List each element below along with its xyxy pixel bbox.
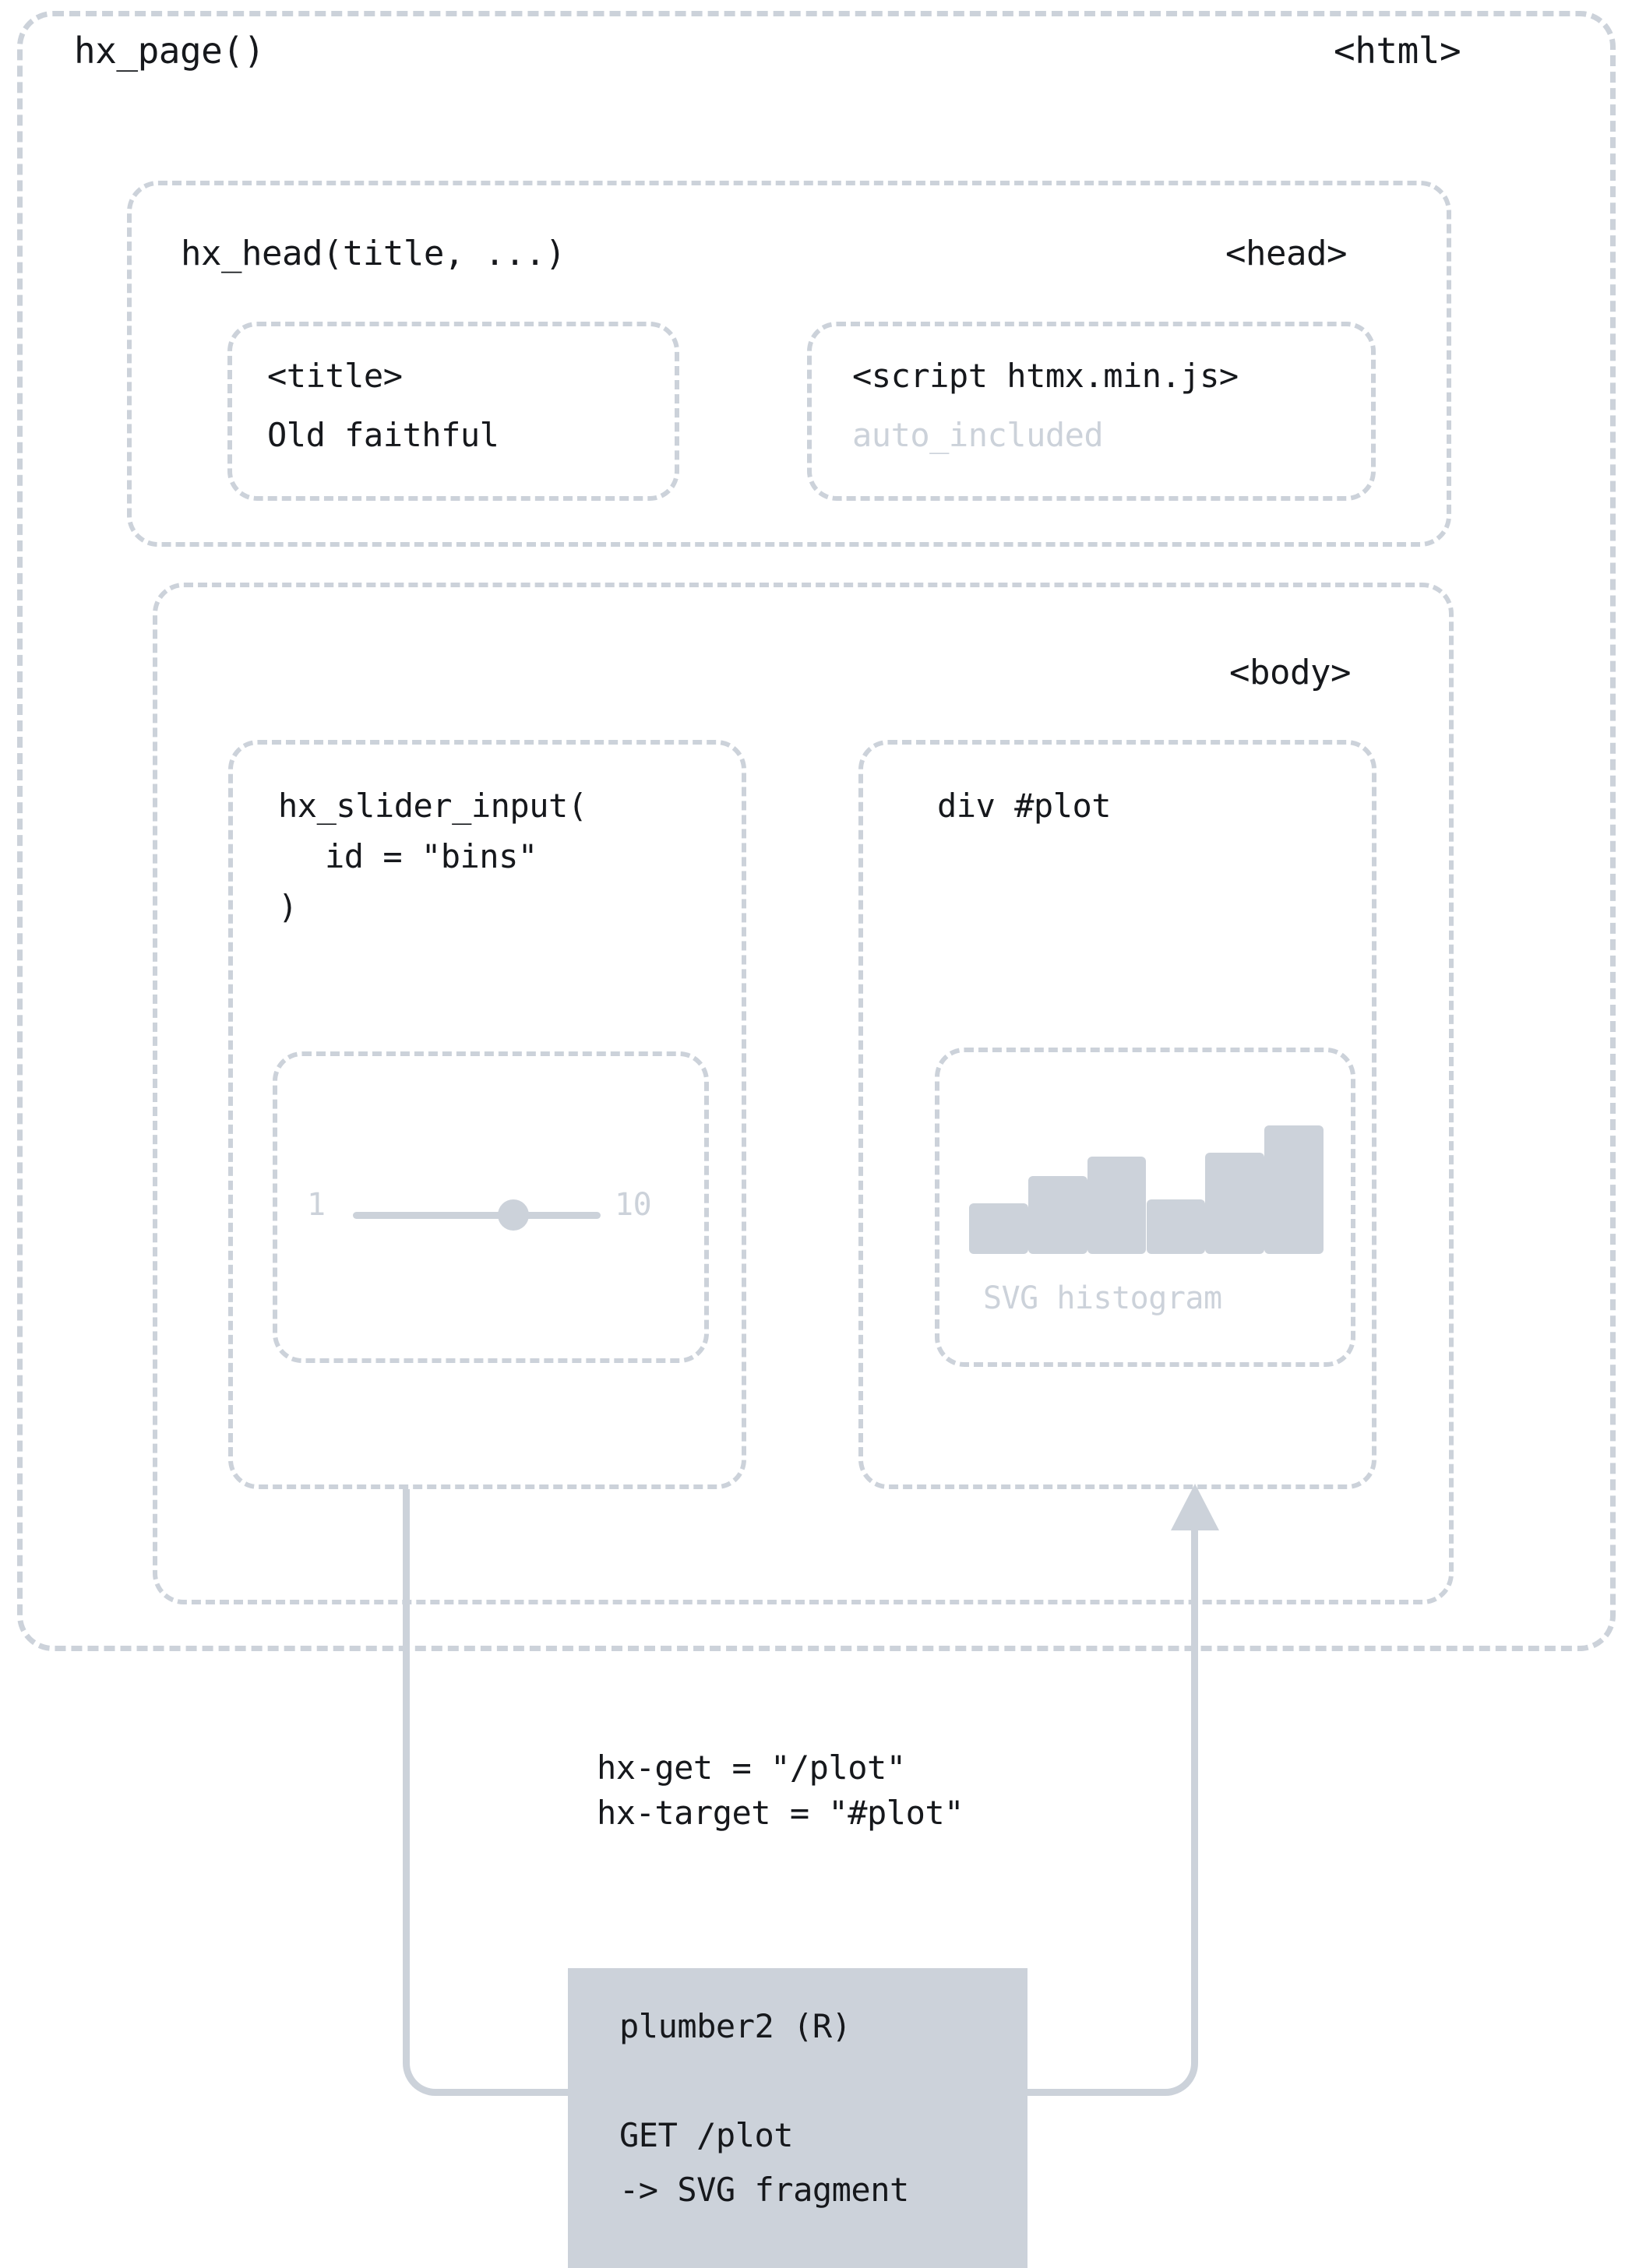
slider-to-backend-line xyxy=(403,1489,410,2062)
slider-min-label: 1 xyxy=(307,1187,326,1223)
body-container-tag-label: <body> xyxy=(1229,653,1351,692)
backend-title: plumber2 (R) xyxy=(619,2007,851,2045)
histogram-bar xyxy=(1146,1199,1206,1254)
backend-to-plot-line xyxy=(1191,1525,1198,2035)
histogram-bar xyxy=(1027,1176,1087,1254)
head-container-tag-label: <head> xyxy=(1225,234,1347,273)
html-container-box xyxy=(17,11,1616,1651)
histogram-bar xyxy=(1264,1125,1324,1254)
histogram-preview-label: SVG histogram xyxy=(983,1280,1222,1316)
slider-node-box xyxy=(228,740,746,1489)
head-container-box xyxy=(127,181,1451,547)
slider-max-label: 10 xyxy=(615,1187,652,1223)
arrow-up-icon xyxy=(1171,1484,1219,1530)
histogram-bar xyxy=(969,1203,1028,1254)
slider-node-line3: ) xyxy=(278,888,298,926)
histogram-bar xyxy=(1087,1157,1147,1254)
backend-line2: -> SVG fragment xyxy=(619,2171,909,2209)
script-node-tag-label: <script htmx.min.js> xyxy=(852,357,1239,395)
slider-node-line2: id = "bins" xyxy=(325,837,538,875)
backend-to-plot-elbow xyxy=(1131,2029,1198,2096)
backend-to-plot-line-horizontal xyxy=(1021,2089,1138,2096)
html-container-tag-label: <html> xyxy=(1334,30,1461,72)
slider-track[interactable] xyxy=(353,1212,601,1219)
backend-line1: GET /plot xyxy=(619,2116,794,2154)
slider-to-backend-line-horizontal xyxy=(463,2089,572,2096)
backend-box xyxy=(568,1968,1027,2268)
slider-widget-box xyxy=(273,1051,709,1363)
slider-node-line1: hx_slider_input( xyxy=(278,787,587,825)
histogram-preview-box xyxy=(935,1048,1355,1367)
script-node-note: auto_included xyxy=(852,416,1104,454)
slider-thumb[interactable] xyxy=(498,1199,529,1231)
hx-get-attribute-label: hx-get = "/plot" xyxy=(597,1749,906,1787)
title-node-tag-label: <title> xyxy=(267,357,403,395)
plot-node-title: div #plot xyxy=(937,787,1112,825)
script-node-box xyxy=(807,322,1376,501)
title-node-value: Old faithful xyxy=(267,416,499,454)
slider-to-backend-elbow xyxy=(403,2029,470,2096)
plot-node-box xyxy=(858,740,1376,1489)
histogram-bar xyxy=(1205,1153,1265,1254)
head-container-function-label: hx_head(title, ...) xyxy=(181,234,566,273)
html-container-function-label: hx_page() xyxy=(74,30,265,72)
body-container-box xyxy=(153,583,1454,1604)
histogram-bars xyxy=(969,1106,1324,1254)
hx-target-attribute-label: hx-target = "#plot" xyxy=(597,1794,964,1832)
title-node-box xyxy=(227,322,679,501)
